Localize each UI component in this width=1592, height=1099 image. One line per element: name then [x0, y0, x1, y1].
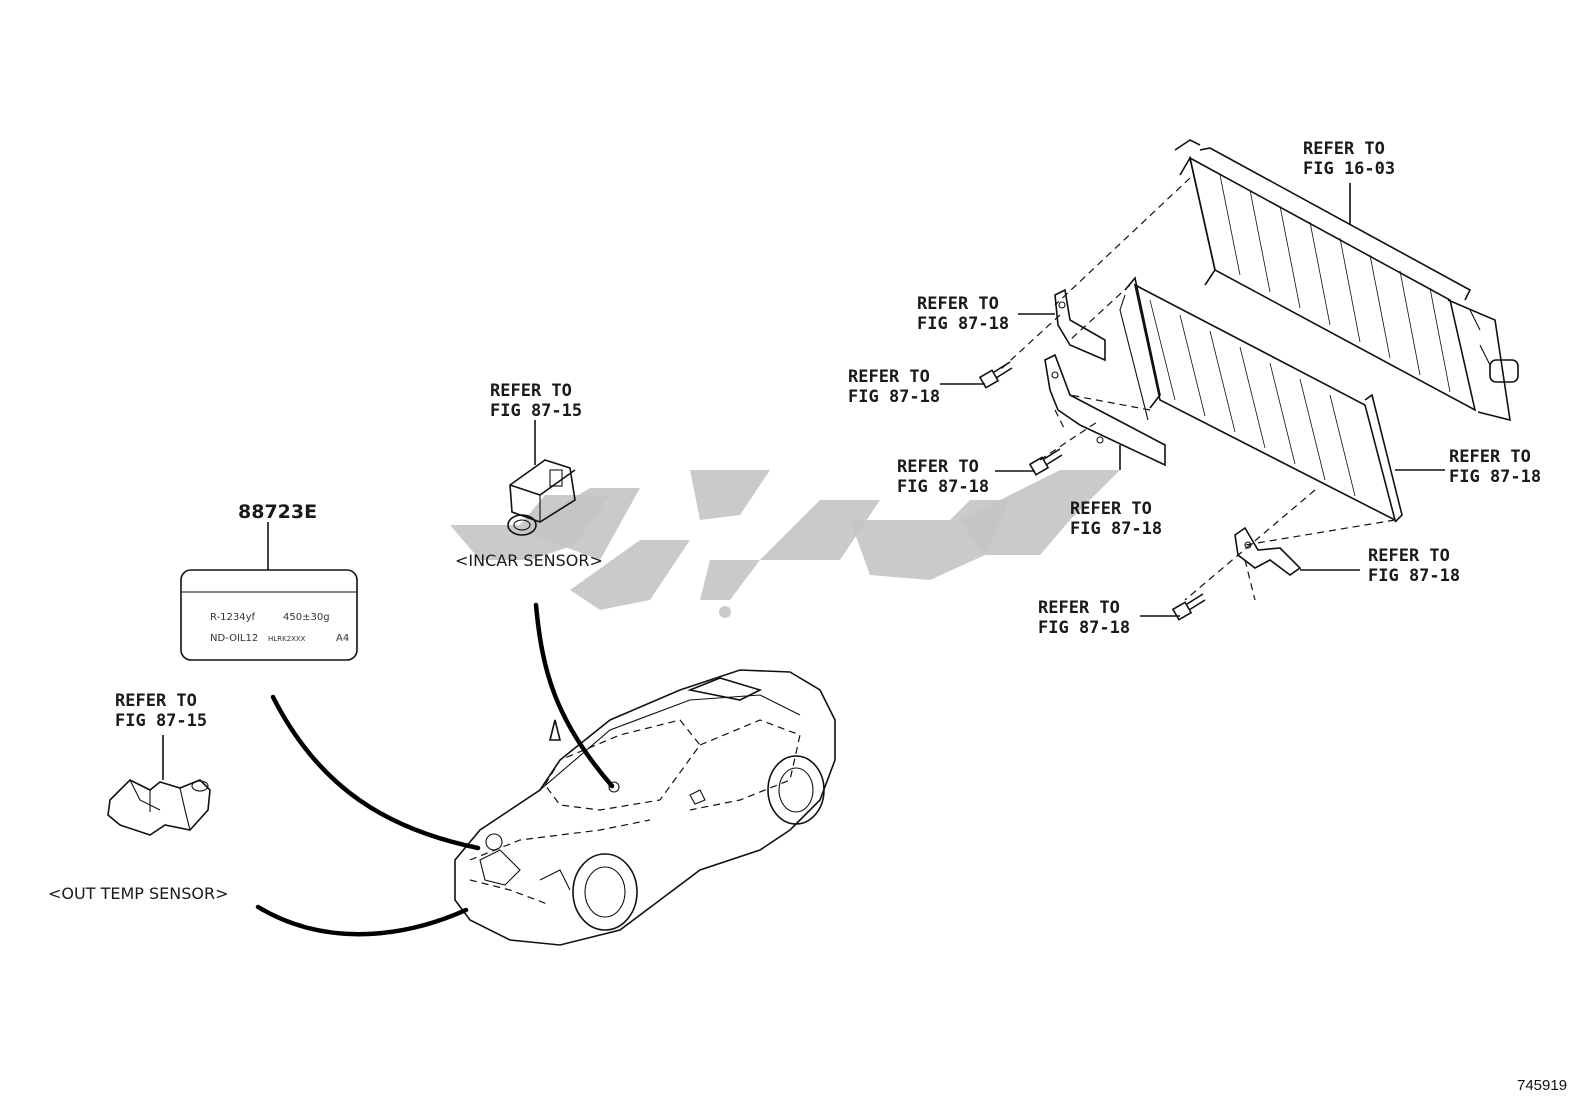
bracket-lower-ref-line2: FIG 87-18 [1368, 566, 1460, 586]
label-refrigerant-amount: 450±30g [283, 612, 330, 623]
incar-callout: REFER TO FIG 87-15 [490, 381, 582, 421]
middle-bracket [1044, 353, 1166, 467]
incar-sensor [507, 459, 576, 536]
label-refrigerant-type: R-1234yf [210, 612, 256, 623]
outtemp-ref-line1: REFER TO [115, 691, 197, 711]
bolt-middle-ref-line1: REFER TO [897, 457, 979, 477]
bracket-upper-ref-line1: REFER TO [917, 294, 999, 314]
bolt-lower [1171, 593, 1206, 621]
bracket-upper-ref-line2: FIG 87-18 [917, 314, 1009, 334]
outtemp-ref-line2: FIG 87-15 [115, 711, 207, 731]
incar-sensor-title: <INCAR SENSOR> [455, 551, 603, 570]
assembly-dashed-lines [999, 177, 1396, 601]
bracket-upper-callout: REFER TO FIG 87-18 [917, 294, 1009, 334]
bolt-lower-ref-line2: FIG 87-18 [1038, 618, 1130, 638]
connector-lines [255, 602, 615, 937]
condenser-callout: REFER TO FIG 87-18 [1449, 447, 1541, 487]
bolt-upper-callout: REFER TO FIG 87-18 [848, 367, 940, 407]
label-a4: A4 [336, 633, 349, 644]
bolt-lower-ref-line1: REFER TO [1038, 598, 1120, 618]
condenser-ref-line1: REFER TO [1449, 447, 1531, 467]
bolt-upper [978, 361, 1013, 389]
brand-watermark [450, 470, 1120, 618]
incar-ref-line2: FIG 87-15 [490, 401, 582, 421]
bolt-lower-callout: REFER TO FIG 87-18 [1038, 598, 1130, 638]
part-number-88723e: 88723E [238, 501, 317, 523]
condenser-ref-line2: FIG 87-18 [1449, 467, 1541, 487]
bolt-upper-ref-line1: REFER TO [848, 367, 930, 387]
label-code: HLRK2XXX [268, 635, 306, 643]
out-temp-sensor-title: <OUT TEMP SENSOR> [48, 884, 229, 903]
condenser-core-fins [1149, 299, 1356, 497]
lower-bracket [1234, 526, 1302, 576]
condenser [1119, 276, 1403, 523]
radiator-ref-line2: FIG 16-03 [1303, 159, 1395, 179]
a-c-label-plate [180, 569, 358, 661]
bracket-lower-ref-line1: REFER TO [1368, 546, 1450, 566]
vehicle-outline [454, 669, 836, 946]
bracket-middle-callout: REFER TO FIG 87-18 [1070, 499, 1162, 539]
radiator-core-fins [1219, 174, 1451, 393]
radiator-ref-line1: REFER TO [1303, 139, 1385, 159]
bolt-upper-ref-line2: FIG 87-18 [848, 387, 940, 407]
bolt-middle [1028, 448, 1063, 476]
bracket-middle-ref-line1: REFER TO [1070, 499, 1152, 519]
radiator-callout: REFER TO FIG 16-03 [1303, 139, 1395, 179]
leader-lines [162, 183, 1445, 780]
bracket-middle-ref-line2: FIG 87-18 [1070, 519, 1162, 539]
bolt-middle-ref-line2: FIG 87-18 [897, 477, 989, 497]
bolt-middle-callout: REFER TO FIG 87-18 [897, 457, 989, 497]
bracket-lower-callout: REFER TO FIG 87-18 [1368, 546, 1460, 586]
upper-bracket [1054, 288, 1106, 362]
label-oil-type: ND-OIL12 [210, 633, 258, 644]
outtemp-callout: REFER TO FIG 87-15 [115, 691, 207, 731]
radiator [1174, 139, 1519, 422]
out-temp-sensor [107, 779, 211, 836]
incar-ref-line1: REFER TO [490, 381, 572, 401]
figure-number: 745919 [1517, 1077, 1567, 1094]
